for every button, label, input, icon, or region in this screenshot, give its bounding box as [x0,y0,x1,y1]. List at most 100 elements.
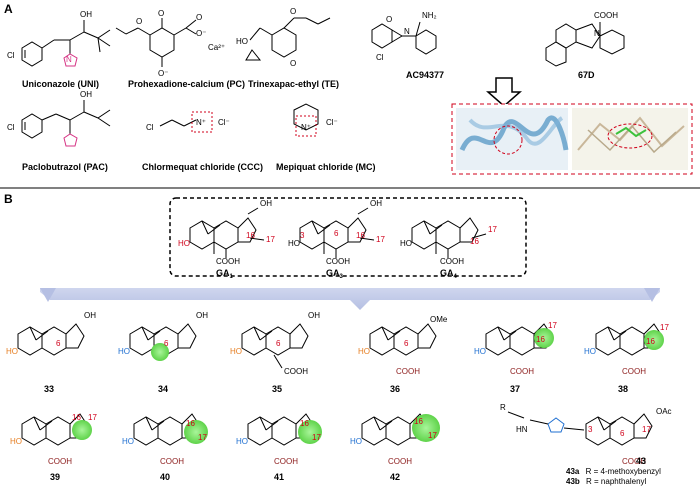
distribution-arrow [40,288,660,310]
svg-text:O: O [386,15,392,24]
svg-text:16: 16 [300,419,309,428]
compound-42: HO COOH 16 17 [350,413,440,466]
svg-text:OH: OH [370,199,382,208]
svg-text:6: 6 [164,339,169,348]
label-36: 36 [390,384,400,394]
svg-text:COOH: COOH [388,457,412,466]
svg-text:HO: HO [288,239,300,248]
variant-43b: 43b R = naphthalenyl [566,477,647,486]
structure-ga3: HO OH COOH 3 6 16 17 [288,199,385,266]
label-paclobutrazol: Paclobutrazol (PAC) [22,162,108,172]
label-35: 35 [272,384,282,394]
label-ga4: GA4 [440,268,458,280]
svg-text:17: 17 [88,413,97,422]
svg-text:HO: HO [6,347,18,356]
svg-text:O: O [158,9,164,18]
structure-uniconazole: Cl OH N [7,10,111,67]
label-33: 33 [44,384,54,394]
docking-image [451,103,693,175]
compound-34: HO OH 6 [118,311,208,361]
svg-text:16: 16 [246,231,255,240]
label-ac94377: AC94377 [406,70,444,80]
svg-text:17: 17 [428,431,437,440]
structure-chlormequat: Cl N⁺ Cl⁻ [146,111,230,133]
svg-text:OH: OH [308,311,320,320]
svg-text:6: 6 [334,229,339,238]
compound-40: HO COOH 16 17 [122,413,208,466]
compound-35: HO OH COOH 6 [230,311,320,376]
svg-text:3: 3 [588,425,593,434]
label-trinexapac: Trinexapac-ethyl (TE) [248,79,339,89]
svg-text:Cl: Cl [376,53,384,62]
compound-36: HO OMe COOH 6 [358,315,448,376]
svg-text:HO: HO [230,347,242,356]
svg-text:COOH: COOH [326,257,350,266]
svg-text:16: 16 [470,237,479,246]
compound-41: HO COOH 16 17 [236,413,322,466]
compound-row-2: HO COOH 16 17 HO COOH 16 17 HO COOH 16 1… [10,403,672,466]
svg-text:COOH: COOH [284,367,308,376]
svg-text:HO: HO [584,347,596,356]
structure-mepiquat: N⁺ Cl⁻ [293,103,338,137]
label-40: 40 [160,472,170,482]
compound-row-1: HO OH 6 HO OH 6 HO OH COOH 6 HO OMe COOH… [6,311,669,376]
svg-text:6: 6 [276,339,281,348]
svg-text:17: 17 [660,323,669,332]
structure-ga1: HO OH COOH 16 17 [178,199,275,266]
svg-text:COOH: COOH [48,457,72,466]
svg-text:R: R [500,403,506,412]
svg-text:COOH: COOH [440,257,464,266]
svg-text:16: 16 [646,337,655,346]
structure-ga4: HO COOH 16 17 [400,217,497,266]
svg-text:HO: HO [474,347,486,356]
svg-text:6: 6 [404,339,409,348]
svg-text:COOH: COOH [396,367,420,376]
svg-text:N: N [66,55,72,64]
panel-label-a: A [4,2,13,16]
svg-text:OH: OH [84,311,96,320]
svg-text:O⁻: O⁻ [158,69,168,78]
label-mepiquat: Mepiquat chloride (MC) [276,162,376,172]
svg-text:16: 16 [186,419,195,428]
svg-text:16: 16 [356,231,365,240]
label-39: 39 [50,472,60,482]
svg-text:HO: HO [236,437,248,446]
label-42: 42 [390,472,400,482]
svg-text:NH₂: NH₂ [422,11,437,20]
svg-text:COOH: COOH [622,367,646,376]
svg-text:O: O [290,59,296,68]
svg-text:17: 17 [266,235,275,244]
svg-text:6: 6 [620,429,625,438]
svg-text:16: 16 [536,335,545,344]
svg-text:HO: HO [350,437,362,446]
svg-text:O: O [196,13,202,22]
svg-text:Cl⁻: Cl⁻ [326,118,338,127]
svg-text:OH: OH [196,311,208,320]
svg-text:17: 17 [642,425,651,434]
label-ga3: GA3 [326,268,344,280]
structure-67d: COOH N [545,11,625,67]
variant-43a: 43a R = 4-methoxybenzyl [566,467,661,476]
compound-43: R HN COOH OAc 3 6 17 [500,403,672,466]
svg-text:COOH: COOH [160,457,184,466]
svg-text:HO: HO [236,37,248,46]
svg-text:COOH: COOH [216,257,240,266]
svg-text:Cl: Cl [7,51,15,60]
svg-text:O: O [290,7,296,16]
label-chlormequat: Chlormequat chloride (CCC) [142,162,263,172]
svg-text:O⁻: O⁻ [196,29,206,38]
svg-text:16: 16 [72,413,81,422]
label-38: 38 [618,384,628,394]
structure-ac94377: Cl N NH₂ O [371,11,437,62]
svg-text:Cl⁻: Cl⁻ [218,118,230,127]
label-41: 41 [274,472,284,482]
svg-text:N: N [404,27,410,36]
svg-text:17: 17 [548,321,557,330]
arrow-down-icon [486,77,522,107]
svg-text:HO: HO [400,239,412,248]
svg-text:COOH: COOH [510,367,534,376]
label-ga1: GA1 [216,268,234,280]
svg-text:HO: HO [118,347,130,356]
svg-text:HO: HO [10,437,22,446]
